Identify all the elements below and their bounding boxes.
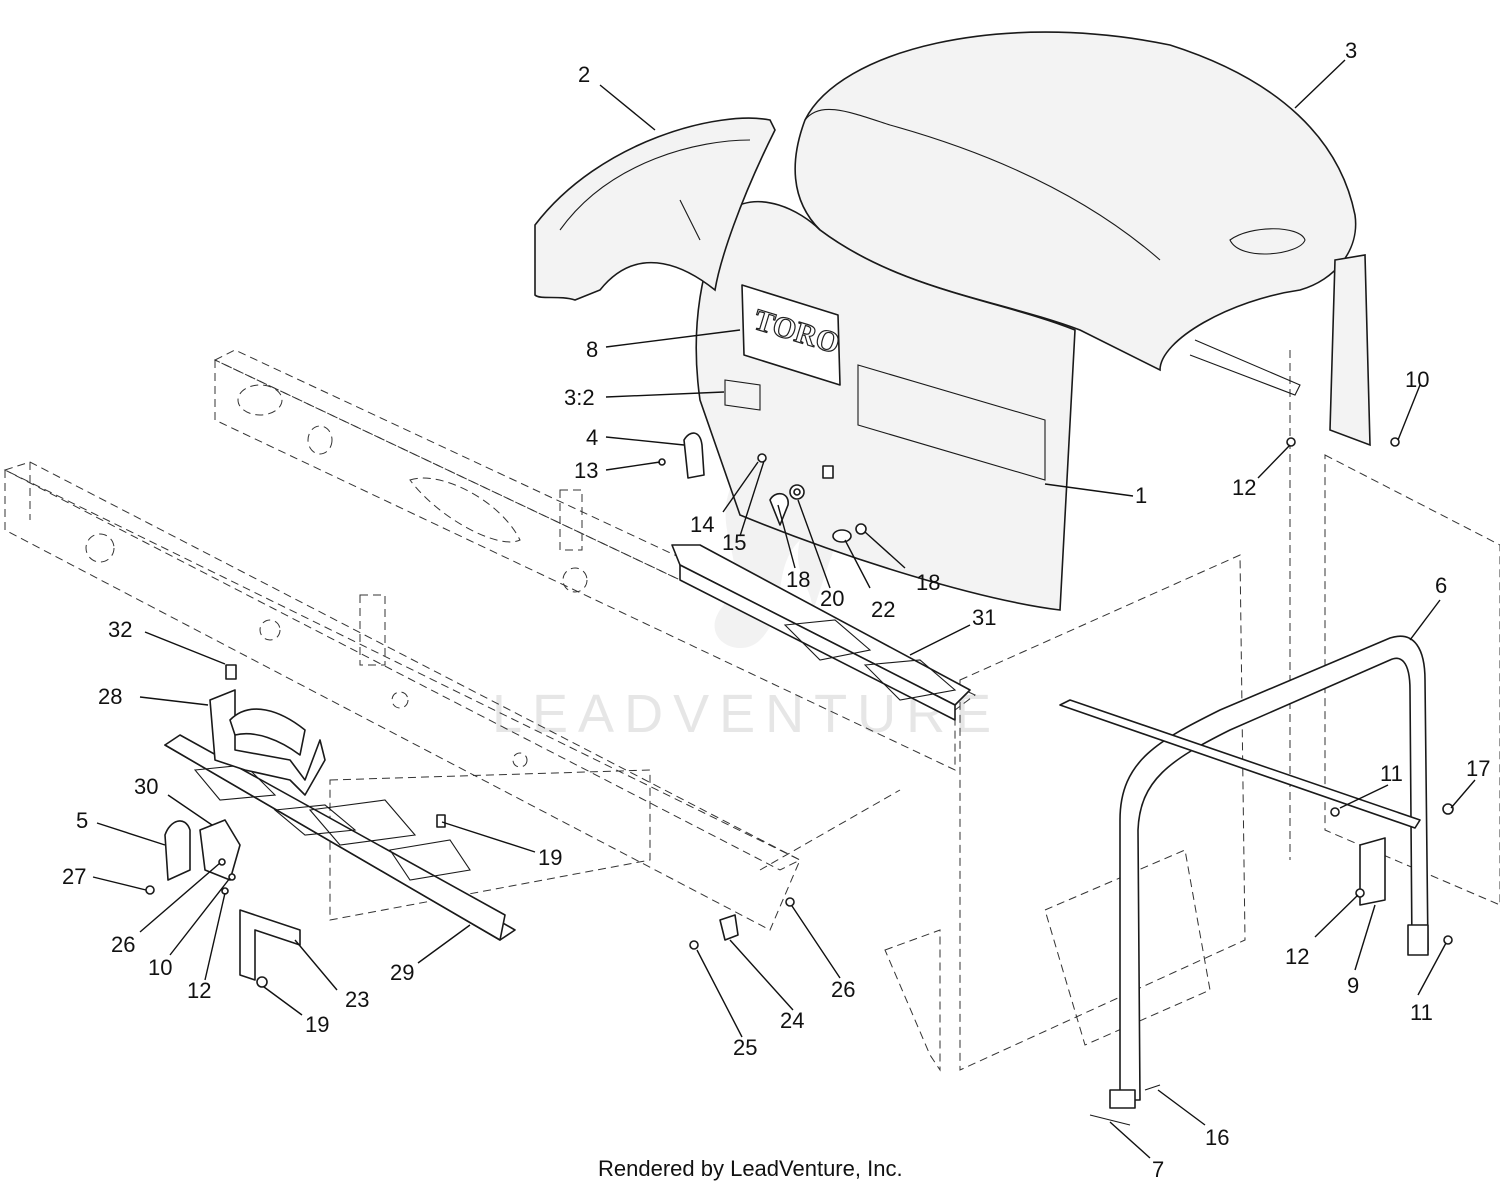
callout-12c: 12 (1285, 944, 1309, 969)
callout-18b: 18 (916, 570, 940, 595)
callout-31: 31 (972, 605, 996, 630)
callout-23: 23 (345, 987, 369, 1012)
rear-frame (329, 350, 1500, 1072)
callout-28: 28 (98, 684, 122, 709)
callout-15: 15 (722, 530, 746, 555)
callout-24: 24 (780, 1008, 804, 1033)
callout-26b: 26 (831, 977, 855, 1002)
floor-plate-31 (671, 544, 971, 721)
callout-11b: 11 (1410, 1000, 1433, 1025)
callout-17: 17 (1466, 756, 1490, 781)
callout-labels: 2 3 8 3:2 4 13 14 15 18 20 22 18 1 10 12… (62, 38, 1490, 1182)
callout-13: 13 (574, 458, 598, 483)
lower-hardware (689, 897, 795, 950)
callout-3: 3 (1345, 38, 1357, 63)
callout-19a: 19 (538, 845, 562, 870)
callout-16: 16 (1205, 1125, 1229, 1150)
callout-12b: 12 (187, 978, 211, 1003)
callout-6: 6 (1435, 573, 1447, 598)
rops-bar (1059, 635, 1429, 1126)
latch-hardware (658, 432, 867, 543)
callout-29: 29 (390, 960, 414, 985)
callout-20: 20 (820, 586, 844, 611)
callout-12a: 12 (1232, 475, 1256, 500)
callout-32: 32 (108, 617, 132, 642)
callout-18a: 18 (786, 567, 810, 592)
callout-2: 2 (578, 62, 590, 87)
callout-26a: 26 (111, 932, 135, 957)
callout-25: 25 (733, 1035, 757, 1060)
callout-4: 4 (586, 425, 598, 450)
callout-27: 27 (62, 864, 86, 889)
bumper-guard (534, 117, 776, 301)
callout-11a: 11 (1380, 761, 1403, 786)
footrest-assembly (145, 664, 516, 988)
callout-1: 1 (1135, 483, 1147, 508)
callout-10a: 10 (1405, 367, 1429, 392)
hood-assembly: TORO (695, 31, 1371, 611)
frame-rail-left (3, 461, 802, 931)
misc-fasteners (1286, 437, 1454, 945)
callout-19b: 19 (305, 1012, 329, 1037)
leader-lines (92, 59, 1476, 1159)
callout-14: 14 (690, 512, 714, 537)
callout-5: 5 (76, 808, 88, 833)
callout-7: 7 (1152, 1157, 1164, 1182)
callout-8: 8 (586, 337, 598, 362)
callout-22: 22 (871, 597, 895, 622)
footer-credit: Rendered by LeadVenture, Inc. (598, 1156, 903, 1181)
callout-9: 9 (1347, 973, 1359, 998)
callout-30: 30 (134, 774, 158, 799)
callout-10b: 10 (148, 955, 172, 980)
callout-3-2: 3:2 (564, 385, 595, 410)
